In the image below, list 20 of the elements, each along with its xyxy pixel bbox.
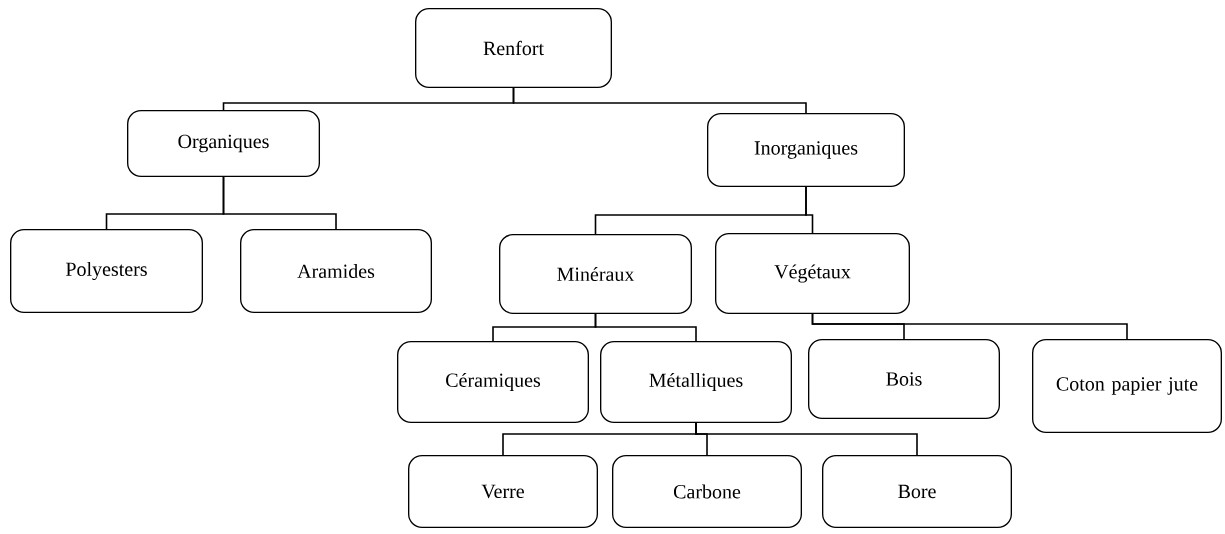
connector [811, 313, 1128, 340]
box: Bois [808, 339, 1000, 419]
box: Céramiques [397, 341, 589, 423]
box: Renfort [415, 8, 612, 88]
connector [805, 186, 814, 234]
box: Bore [822, 455, 1012, 528]
box: Organiques [127, 110, 320, 177]
box: Végétaux [715, 233, 910, 314]
connector [594, 313, 697, 342]
box: Inorganiques [707, 113, 905, 187]
connector [512, 87, 807, 114]
box: Verre [408, 455, 598, 528]
box: Métalliques [600, 341, 792, 423]
connector [695, 422, 918, 456]
box: Minéraux [499, 234, 692, 314]
box: Coton papier jute [1032, 339, 1222, 433]
box: Polyesters [10, 229, 203, 313]
box: Aramides [240, 229, 432, 313]
connector [222, 176, 337, 230]
box: Carbone [612, 455, 802, 528]
